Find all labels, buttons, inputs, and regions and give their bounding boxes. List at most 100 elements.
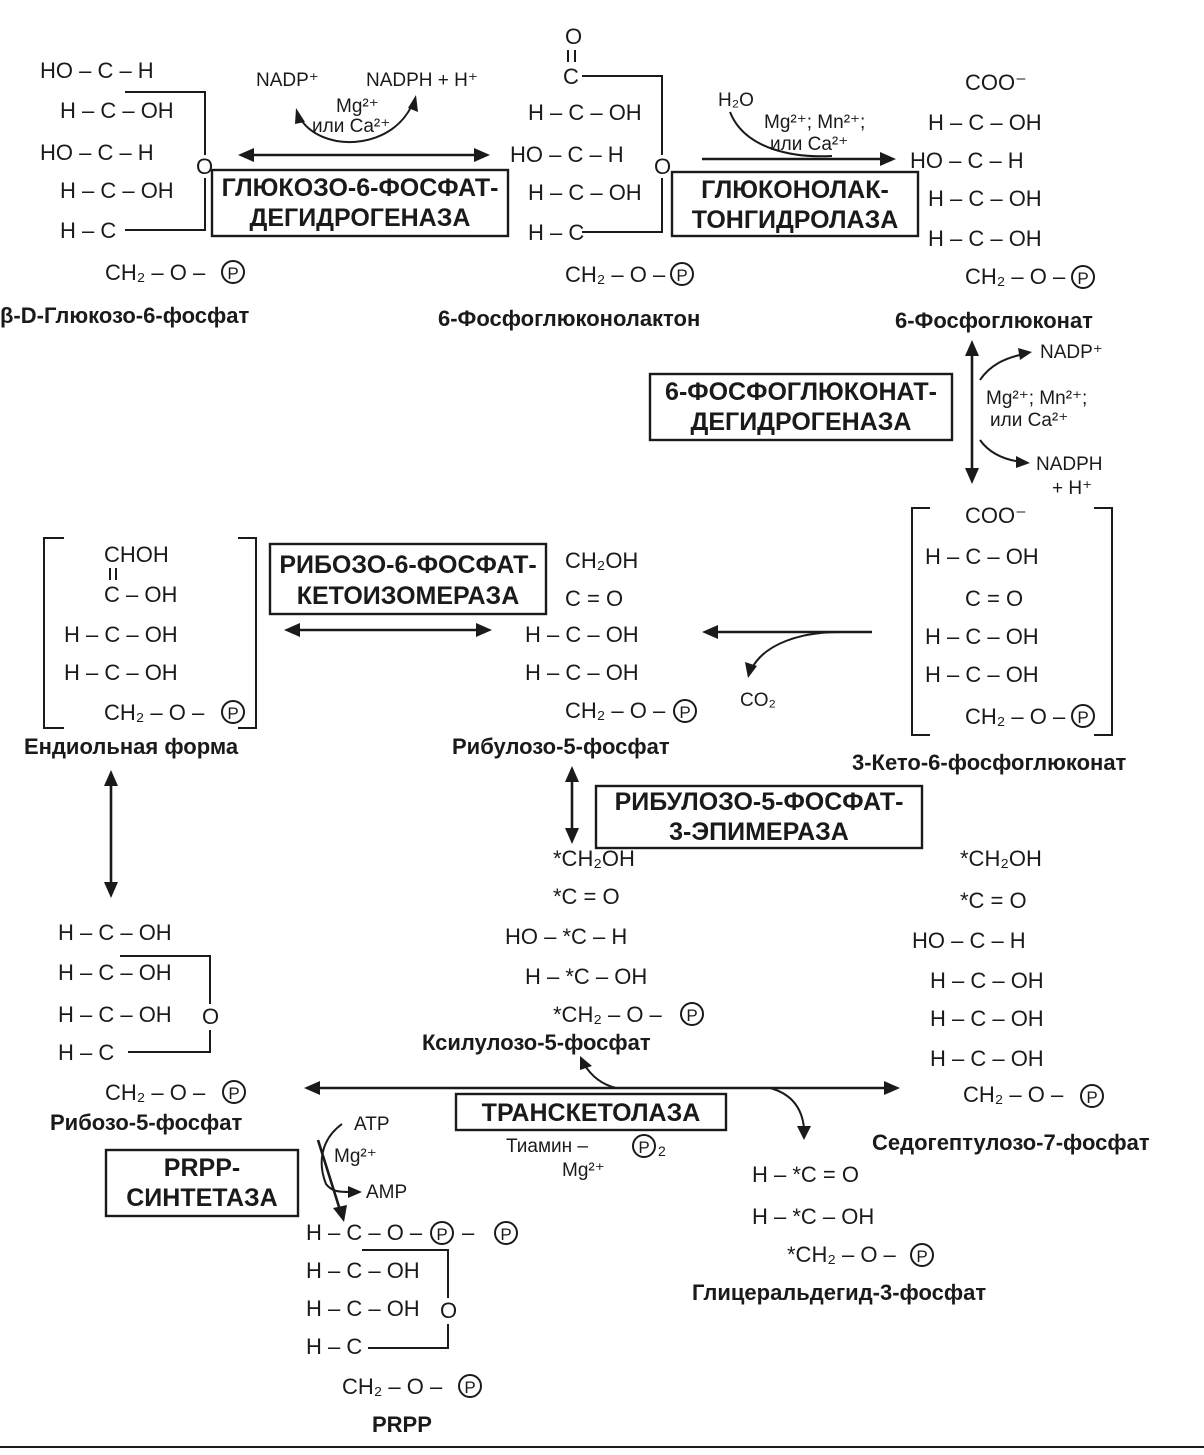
g6p-line-1: HO – C – H: [40, 58, 154, 83]
lactone-line-5: H – C: [528, 220, 584, 245]
keto-line-2: H – C – OH: [925, 544, 1039, 569]
lactone-name: 6-Фосфоглюконолактон: [438, 306, 700, 331]
decarboxylation-arrow: CO₂: [702, 625, 872, 711]
g6p-line-4: H – C – OH: [60, 178, 174, 203]
g6p-line-6: CH₂ – O –: [105, 260, 206, 285]
reaction-3-arrows: NADP⁺ Mg²⁺; Mn²⁺; или Ca²⁺ NADPH + H⁺: [965, 340, 1103, 499]
enediol-to-ribose-arrow: [104, 770, 118, 898]
svg-text:P: P: [686, 1006, 697, 1025]
lactonase-line-2: ТОНГИДРОЛАЗА: [692, 206, 899, 234]
keto-line-3: C = O: [965, 586, 1023, 611]
thiamine-label: Тиамин –: [506, 1136, 588, 1157]
svg-text:P: P: [638, 1138, 649, 1157]
reaction-1-arrows: NADP⁺ NADPH + H⁺ Mg²⁺ или Ca²⁺: [238, 70, 490, 162]
phosphogluconolactone: O C H – C – OH HO – C – H H – C – OH H –…: [438, 24, 700, 331]
svg-text:P: P: [1077, 708, 1088, 727]
enzyme-g6pdh: ГЛЮКОЗО-6-ФОСФАТ- ДЕГИДРОГЕНАЗА: [210, 168, 510, 238]
phosphate-circle: P: [221, 700, 245, 724]
enediol-line-3: H – C – OH: [64, 622, 178, 647]
phosphate-circle: P: [430, 1221, 454, 1245]
lactone-line-6: CH₂ – O –: [565, 262, 666, 287]
rpe-line-1: РИБУЛОЗО-5-ФОСФАТ-: [615, 788, 904, 816]
svg-text:P: P: [916, 1247, 927, 1266]
ru5p-line-1: CH₂OH: [565, 548, 638, 573]
phosphate-circle: P: [910, 1243, 934, 1267]
svg-text:P: P: [679, 703, 690, 722]
lactone-ring-oxygen: O: [654, 154, 671, 179]
prpp-line-3: H – C – OH: [306, 1296, 420, 1321]
s7p-line-1: *CH₂OH: [960, 846, 1042, 871]
isomerase-arrow: [284, 623, 492, 637]
phosphate-circle: P: [673, 699, 697, 723]
r5p-line-1: H – C – OH: [58, 920, 172, 945]
keto-line-4: H – C – OH: [925, 624, 1039, 649]
pgluconate-line-5: H – C – OH: [928, 226, 1042, 251]
prpp-synthesis-arrows: ATP Mg²⁺ AMP: [316, 1114, 407, 1222]
pgluconate-line-1: COO⁻: [965, 70, 1027, 95]
nadp-label: NADP⁺: [256, 70, 319, 91]
rpi-line-1: РИБОЗО-6-ФОСФАТ-: [279, 551, 536, 579]
pgdh-line-1: 6-ФОСФОГЛЮКОНАТ-: [665, 378, 937, 406]
glucose-6-phosphate: HO – C – H H – C – OH HO – C – H H – C –…: [0, 58, 250, 328]
co2-label: CO₂: [740, 690, 776, 711]
pgluconate-line-3: HO – C – H: [910, 148, 1024, 173]
s7p-line-6: H – C – OH: [930, 1046, 1044, 1071]
phosphate-circle: P: [458, 1374, 482, 1398]
lactone-line-4: H – C – OH: [528, 180, 642, 205]
enediol-line-2: C – OH: [104, 582, 177, 607]
proton-label: + H⁺: [1052, 478, 1092, 499]
tk-line-1: ТРАНСКЕТОЛАЗА: [482, 1099, 701, 1127]
r5p-name: Рибозо-5-фосфат: [50, 1110, 242, 1135]
rpe-line-2: 3-ЭПИМЕРАЗА: [669, 818, 849, 846]
r5p-line-5: CH₂ – O –: [105, 1080, 206, 1105]
prpp-name: PRPP: [372, 1412, 432, 1437]
prpp-ring-oxygen: O: [440, 1298, 457, 1323]
glyceraldehyde-3-phosphate: H – *C = O H – *C – OH *CH₂ – O – P Глиц…: [692, 1162, 986, 1305]
lactone-line-1: C: [563, 64, 579, 89]
r5p-ring-oxygen: O: [202, 1004, 219, 1029]
nadph-label: NADPH + H⁺: [366, 70, 478, 91]
enediol-name: Ендиольная форма: [24, 734, 239, 759]
rpi-line-2: КЕТОИЗОМЕРАЗА: [297, 582, 520, 610]
keto-line-6: CH₂ – O –: [965, 704, 1066, 729]
phosphate-circle: P: [221, 260, 245, 284]
xylulose-5-phosphate: *CH₂OH *C = O HO – *C – H H – *C – OH *C…: [422, 846, 704, 1055]
phosphate-circle: P: [1071, 265, 1095, 289]
tk-mg-label: Mg²⁺: [562, 1160, 605, 1181]
pgdh-line-2: ДЕГИДРОГЕНАЗА: [691, 408, 912, 436]
svg-text:P: P: [227, 704, 238, 723]
g3p-name: Глицеральдегид-3-фосфат: [692, 1280, 986, 1305]
nadph-label: NADPH: [1036, 454, 1103, 475]
keto-name: 3-Кето-6-фосфоглюконат: [852, 750, 1127, 775]
phosphate-circle: P: [680, 1002, 704, 1026]
pgluconate-line-4: H – C – OH: [928, 186, 1042, 211]
ru5p-name: Рибулозо-5-фосфат: [452, 734, 670, 759]
g6p-line-3: HO – C – H: [40, 140, 154, 165]
transketolase-arrows: Тиамин – P 2 Mg²⁺: [304, 1056, 900, 1181]
lactone-line-2: H – C – OH: [528, 100, 642, 125]
lactonase-line-1: ГЛЮКОНОЛАК-: [701, 176, 889, 204]
enediol-line-5: CH₂ – O –: [104, 700, 205, 725]
g6p-name: β-D-Глюкозо-6-фосфат: [0, 303, 250, 328]
s7p-line-2: *C = O: [960, 888, 1027, 913]
phosphate-circle: P: [632, 1134, 656, 1158]
enzyme-lactonase: ГЛЮКОНОЛАК- ТОНГИДРОЛАЗА: [670, 170, 920, 238]
r5p-line-3: H – C – OH: [58, 1002, 172, 1027]
g6p-ring-oxygen: O: [196, 154, 213, 179]
svg-text:P: P: [1086, 1088, 1097, 1107]
ru5p-line-5: CH₂ – O –: [565, 698, 666, 723]
g6p-ring-bond-lower: [125, 178, 206, 231]
prpps-line-1: PRPP-: [164, 1154, 240, 1182]
svg-text:P: P: [1077, 269, 1088, 288]
metal-label: Mg²⁺; Mn²⁺;: [764, 112, 865, 133]
enediol-line-1: CHOH: [104, 542, 169, 567]
metal-label: Mg²⁺; Mn²⁺;: [986, 388, 1087, 409]
lactone-top-oxygen: O: [565, 24, 582, 49]
metal-alt-label: или Ca²⁺: [312, 116, 390, 137]
svg-text:P: P: [227, 264, 238, 283]
r5p-line-4: H – C: [58, 1040, 114, 1065]
enzyme-rpi: РИБОЗО-6-ФОСФАТ- КЕТОИЗОМЕРАЗА: [268, 542, 548, 616]
prpp-line-1: H – C – O –: [306, 1220, 423, 1245]
ru5p-line-4: H – C – OH: [525, 660, 639, 685]
